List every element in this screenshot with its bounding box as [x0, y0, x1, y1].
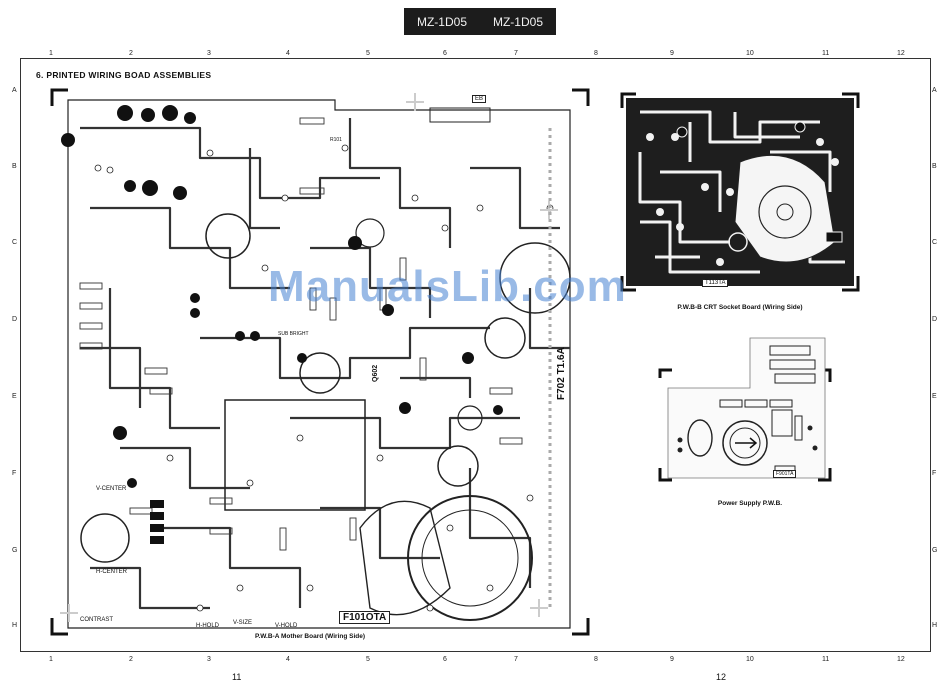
label-h-center: H-CENTER [96, 569, 127, 575]
label-v-center: V-CENTER [96, 486, 127, 492]
ruler-col-12: 12 [897, 50, 905, 57]
ruler-col-6: 6 [443, 50, 447, 57]
crt-board-caption: P.W.B-B CRT Socket Board (Wiring Side) [677, 304, 803, 311]
page-number-right: 12 [716, 672, 727, 682]
ruler-col-2-bottom: 2 [129, 656, 133, 663]
ruler-row-a: A [12, 87, 17, 94]
ruler-row-h-right: H [932, 622, 938, 629]
schematic-sheet [20, 58, 931, 652]
watermark-text: ManualsLib.com [268, 262, 627, 311]
ruler-row-g-right: G [932, 547, 938, 554]
ruler-col-10: 10 [746, 50, 754, 57]
crt-socket-board-diagram [620, 92, 860, 292]
mother-board-diagram [50, 88, 590, 636]
power-supply-board-diagram [658, 337, 832, 482]
ruler-row-g: G [12, 547, 18, 554]
ruler-row-e-right: E [932, 393, 937, 400]
ruler-col-11: 11 [822, 50, 830, 57]
ruler-col-1: 1 [49, 50, 53, 57]
ruler-col-10-bottom: 10 [746, 656, 754, 663]
ruler-col-7-bottom: 7 [514, 656, 518, 663]
ruler-col-7: 7 [514, 50, 518, 57]
label-h-hold: H-HOLD [196, 623, 220, 629]
ruler-row-b-right: B [932, 163, 937, 170]
label-contrast: CONTRAST [80, 617, 113, 623]
mother-board-caption: P.W.B-A Mother Board (Wiring Side) [254, 633, 366, 640]
ruler-col-9: 9 [670, 50, 674, 57]
ruler-row-c: C [12, 239, 18, 246]
label-q602: Q602 [372, 364, 379, 382]
ruler-row-d-right: D [932, 316, 938, 323]
ruler-col-9-bottom: 9 [670, 656, 674, 663]
ruler-col-4: 4 [286, 50, 290, 57]
ruler-row-c-right: C [932, 239, 938, 246]
ruler-col-8-bottom: 8 [594, 656, 598, 663]
ruler-col-5-bottom: 5 [366, 656, 370, 663]
ruler-col-11-bottom: 11 [822, 656, 830, 663]
power-board-tag: F901TA [773, 470, 797, 478]
section-title: 6. PRINTED WIRING BOAD ASSEMBLIES [36, 70, 212, 80]
fuse-label-702: F702 T1.6A [556, 347, 567, 400]
ruler-row-e: E [12, 393, 17, 400]
ruler-col-4-bottom: 4 [286, 656, 290, 663]
label-r101: R101 [330, 137, 342, 143]
ruler-row-a-right: A [932, 87, 937, 94]
ruler-row-d: D [12, 316, 18, 323]
label-v-size: V-SIZE [233, 620, 253, 626]
power-board-caption: Power Supply P.W.B. [717, 500, 783, 507]
ruler-col-6-bottom: 6 [443, 656, 447, 663]
crt-board-tag: T113TA [702, 279, 729, 287]
ruler-col-12-bottom: 12 [897, 656, 905, 663]
ruler-col-2: 2 [129, 50, 133, 57]
ruler-col-3-bottom: 3 [207, 656, 211, 663]
model-header: MZ-1D05 MZ-1D05 [404, 8, 556, 35]
ruler-col-8: 8 [594, 50, 598, 57]
ruler-row-h: H [12, 622, 18, 629]
ruler-col-1-bottom: 1 [49, 656, 53, 663]
label-v-hold: V-HOLD [275, 623, 298, 629]
ruler-row-b: B [12, 163, 17, 170]
page-number-left: 11 [232, 672, 242, 682]
ruler-row-f: F [12, 470, 17, 477]
ruler-row-f-right: F [932, 470, 937, 477]
ruler-col-3: 3 [207, 50, 211, 57]
model-label-left: MZ-1D05 [416, 14, 467, 29]
model-label-right: MZ-1D05 [492, 14, 543, 29]
fuse-label-main: F101OTA [339, 611, 391, 624]
label-sub-bright: SUB BRIGHT [278, 331, 309, 337]
ruler-col-5: 5 [366, 50, 370, 57]
label-eb: EB [472, 95, 487, 103]
